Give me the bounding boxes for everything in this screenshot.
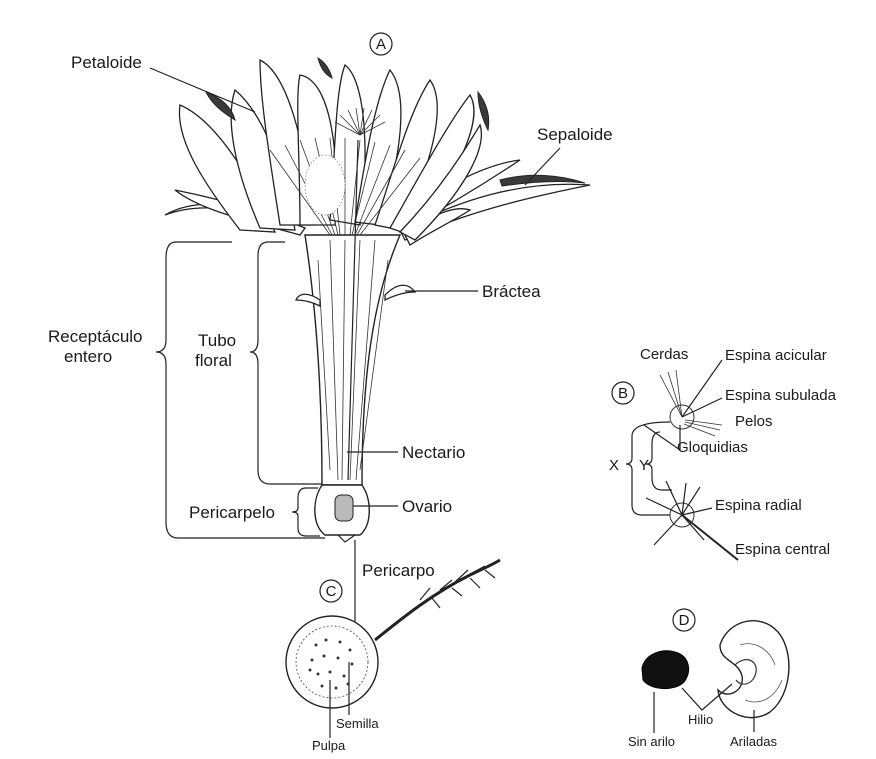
label-y: Y	[639, 457, 649, 474]
label-pericarpelo: Pericarpelo	[189, 503, 275, 522]
label-espina-acicular: Espina acicular	[725, 347, 827, 364]
label-x: X	[609, 457, 619, 474]
panel-a-label: A	[376, 36, 386, 53]
label-ariladas: Ariladas	[730, 734, 777, 749]
label-receptaculo-2: entero	[64, 347, 112, 366]
panel-d-label: D	[679, 612, 690, 629]
label-receptaculo-1: Receptáculo	[48, 327, 143, 346]
label-gloquidias: Gloquidias	[677, 439, 748, 456]
label-tubo-1: Tubo	[198, 331, 236, 350]
label-sepaloide: Sepaloide	[537, 125, 613, 144]
label-nectario: Nectario	[402, 443, 465, 462]
label-bractea: Bráctea	[482, 282, 541, 301]
seeds-illustration	[642, 621, 789, 718]
label-cerdas: Cerdas	[640, 346, 688, 363]
label-espina-central: Espina central	[735, 541, 830, 558]
label-pelos: Pelos	[735, 413, 773, 430]
label-sin-arilo: Sin arilo	[628, 734, 675, 749]
label-semilla: Semilla	[336, 716, 379, 731]
label-espina-radial: Espina radial	[715, 497, 802, 514]
label-pulpa: Pulpa	[312, 738, 346, 753]
label-tubo-2: floral	[195, 351, 232, 370]
panel-b-label: B	[618, 385, 628, 402]
label-hilio: Hilio	[688, 712, 713, 727]
label-petaloide: Petaloide	[71, 53, 142, 72]
panel-c-label: C	[326, 583, 337, 600]
label-ovario: Ovario	[402, 497, 452, 516]
label-espina-subulada: Espina subulada	[725, 387, 837, 404]
label-pericarpo: Pericarpo	[362, 561, 435, 580]
